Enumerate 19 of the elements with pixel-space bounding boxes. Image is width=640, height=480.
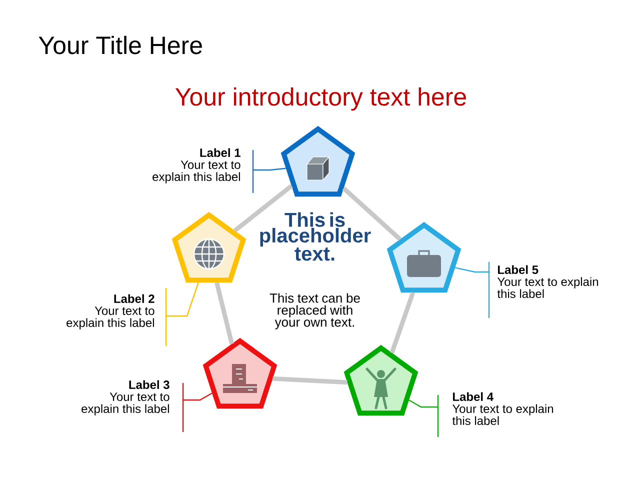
label-text: Label 4 Your text to explain this label [452,392,554,425]
connector-line [342,186,402,241]
leader-line [454,267,489,273]
intro-text: Your introductory text here [175,87,466,111]
connector-line [233,184,293,232]
leader-line [166,282,199,317]
connector-line [272,376,348,385]
label-text: Label 3 Your text to explain this label [82,380,170,416]
center-heading: This is placeholder text. [260,212,371,261]
leader-line [183,392,212,401]
title: Your Title Here [38,36,202,54]
label-text: Label 2 Your text to explain this label [66,294,154,330]
label-text: Label 5 Your text to explain this label [497,265,598,298]
leader-line [408,400,438,408]
center-text: This text can be replaced with your own text. [270,293,360,330]
connector-line [214,282,234,344]
connector-line [390,292,416,354]
label-text: Label 1 Your text to explain this label [152,148,240,184]
leader-line [253,168,286,171]
